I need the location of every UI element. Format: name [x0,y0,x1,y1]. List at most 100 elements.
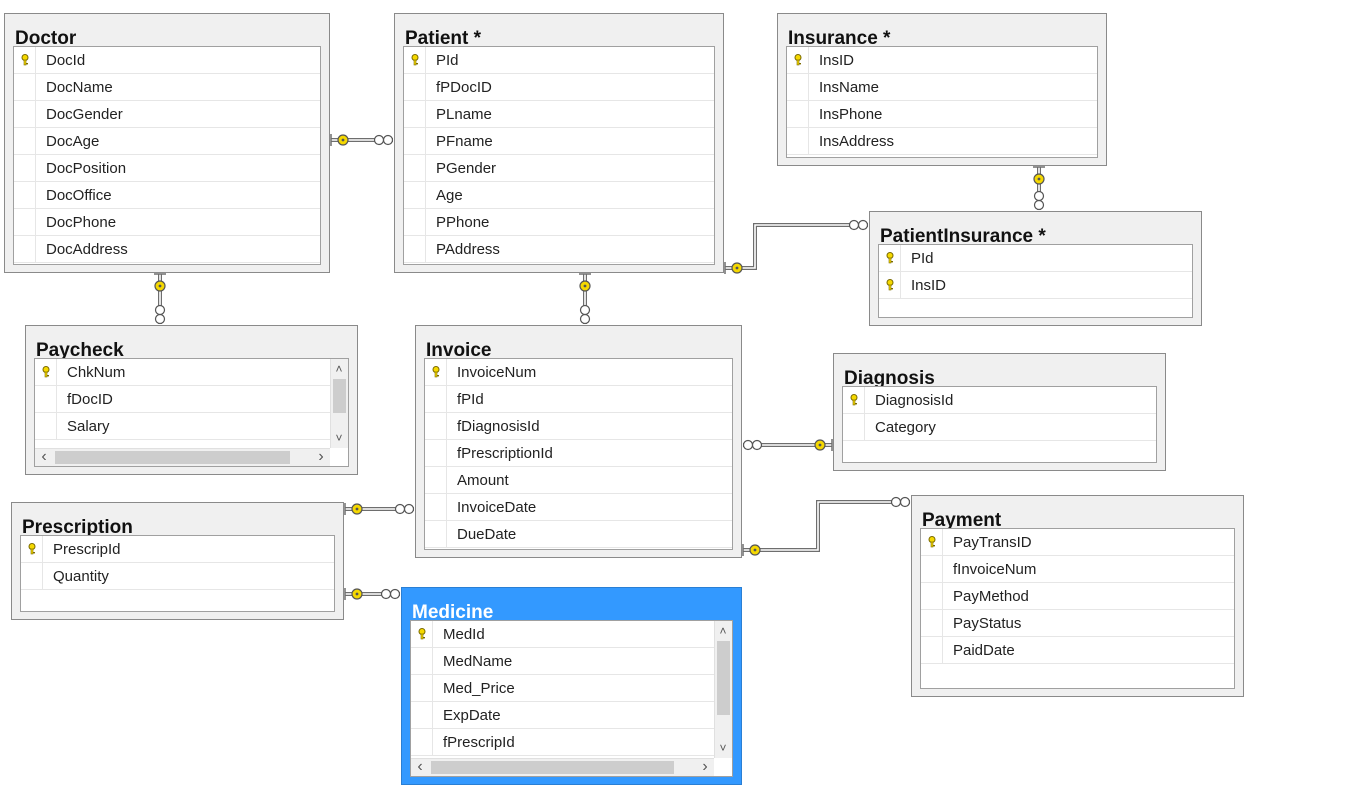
column-row[interactable]: PGender [404,155,714,182]
column-row[interactable]: Med_Price [411,675,714,702]
scroll-up-icon[interactable]: ˄ [335,362,343,376]
column-name: DocName [46,79,113,96]
scroll-thumb[interactable] [431,761,674,774]
vertical-scrollbar[interactable]: ˄˅ [714,621,732,758]
column-row[interactable]: DocAddress [14,236,320,263]
column-row[interactable]: fDiagnosisId [425,413,732,440]
column-row[interactable]: DocId [14,47,320,74]
scroll-thumb[interactable] [333,379,346,413]
column-row[interactable]: InsAddress [787,128,1097,155]
scroll-down-icon[interactable]: ˅ [719,741,727,755]
column-row[interactable]: DueDate [425,521,732,548]
row-selector [14,74,36,100]
column-row[interactable]: DocName [14,74,320,101]
column-row[interactable]: fPId [425,386,732,413]
column-row[interactable]: Amount [425,467,732,494]
column-row[interactable]: DocAge [14,128,320,155]
column-row[interactable]: PAddress [404,236,714,263]
column-name: DocId [46,52,86,69]
column-row[interactable]: DiagnosisId [843,387,1156,414]
vertical-scrollbar[interactable]: ˄˅ [330,359,348,448]
column-row[interactable]: InsName [787,74,1097,101]
column-row[interactable]: PPhone [404,209,714,236]
row-selector [879,245,901,271]
many-end-icon [373,134,385,146]
key-end-dot [753,548,757,552]
scroll-up-icon[interactable]: ˄ [719,624,727,638]
column-row[interactable]: PId [879,245,1192,272]
column-name: Med_Price [443,680,515,697]
column-row[interactable]: InsID [879,272,1192,299]
column-row[interactable]: PId [404,47,714,74]
many-end-icon [751,439,763,451]
column-row[interactable]: fPDocID [404,74,714,101]
scroll-thumb[interactable] [55,451,290,464]
scroll-right-icon[interactable]: › [702,758,708,775]
row-selector [404,128,426,154]
column-row[interactable]: fDocID [35,386,330,413]
many-end-icon [382,134,394,146]
column-row[interactable]: PaidDate [921,637,1234,664]
column-row[interactable]: Quantity [21,563,334,590]
column-row[interactable]: PFname [404,128,714,155]
column-name: InsAddress [819,133,895,150]
column-name: InsID [911,277,947,294]
scroll-left-icon[interactable]: ‹ [417,758,423,775]
column-row[interactable]: MedName [411,648,714,675]
column-row[interactable]: ChkNum [35,359,330,386]
scroll-down-icon[interactable]: ˅ [335,431,343,445]
column-row[interactable]: DocPhone [14,209,320,236]
column-name: MedName [443,653,513,670]
table-title: Payment [922,510,1002,531]
column-row[interactable]: Category [843,414,1156,441]
column-row[interactable]: InvoiceNum [425,359,732,386]
row-selector [425,413,447,439]
column-name: fPrescriptionId [457,445,553,462]
column-row[interactable]: Salary [35,413,330,440]
key-end-dot [158,284,162,288]
column-row[interactable]: fPrescriptionId [425,440,732,467]
column-row[interactable]: PayMethod [921,583,1234,610]
column-row[interactable]: DocGender [14,101,320,128]
row-selector [14,182,36,208]
column-row[interactable]: InsID [787,47,1097,74]
column-row[interactable]: ExpDate [411,702,714,729]
scroll-left-icon[interactable]: ‹ [41,448,47,465]
column-row[interactable]: InvoiceDate [425,494,732,521]
row-selector [921,610,943,636]
column-row[interactable]: DocPosition [14,155,320,182]
column-row[interactable]: PrescripId [21,536,334,563]
column-row[interactable]: MedId [411,621,714,648]
many-end-icon [154,313,166,325]
horizontal-scrollbar[interactable]: ‹› [35,448,330,466]
column-row[interactable]: fPrescripId [411,729,714,756]
horizontal-scrollbar[interactable]: ‹› [411,758,714,776]
column-row[interactable]: DocOffice [14,182,320,209]
many-end-icon [394,503,406,515]
column-row[interactable]: PLname [404,101,714,128]
table-title: Invoice [426,340,492,361]
column-row[interactable]: InsPhone [787,101,1097,128]
column-row[interactable]: PayStatus [921,610,1234,637]
column-name: InsID [819,52,855,69]
column-row[interactable]: fInvoiceNum [921,556,1234,583]
scroll-right-icon[interactable]: › [318,448,324,465]
column-row[interactable]: PayTransID [921,529,1234,556]
column-name: ChkNum [67,364,126,381]
column-row[interactable]: Age [404,182,714,209]
scroll-thumb[interactable] [717,641,730,715]
column-name: DocOffice [46,187,112,204]
key-end-dot [341,138,345,142]
